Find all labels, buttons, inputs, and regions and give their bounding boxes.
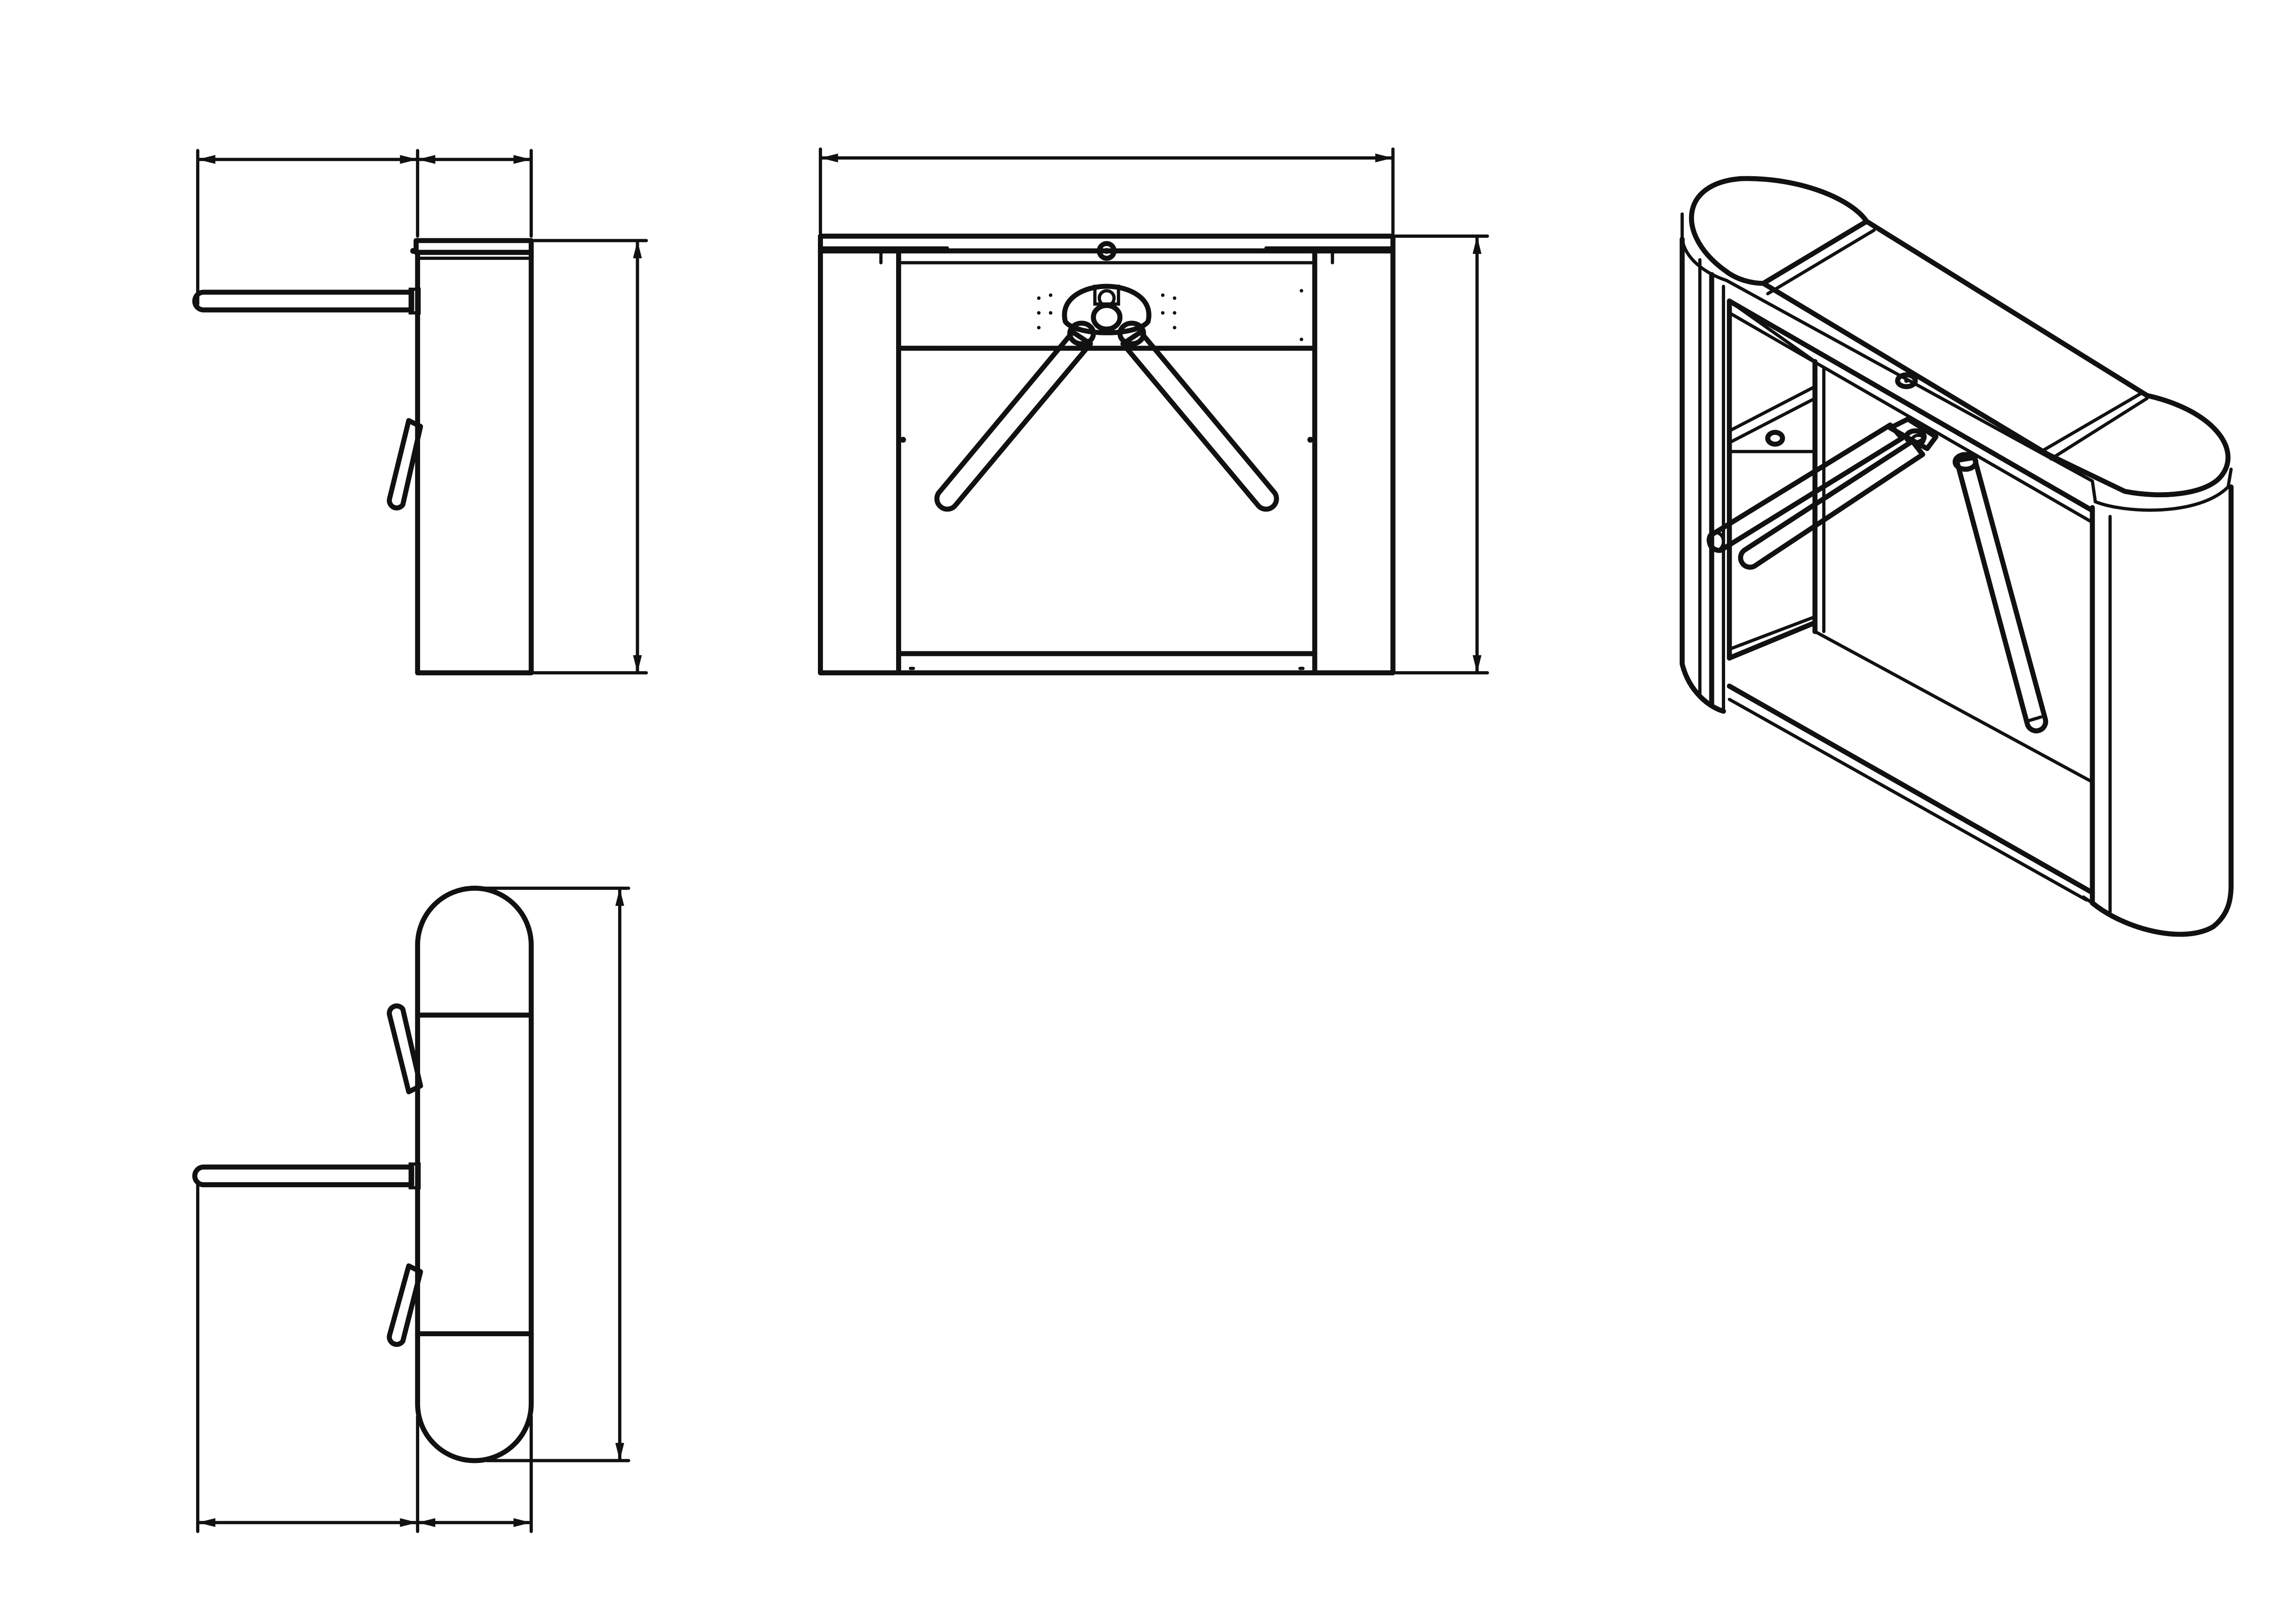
side-view	[192, 149, 648, 676]
front-view	[817, 147, 1489, 676]
isometric-view	[1679, 176, 2234, 937]
top-view	[192, 885, 631, 1533]
